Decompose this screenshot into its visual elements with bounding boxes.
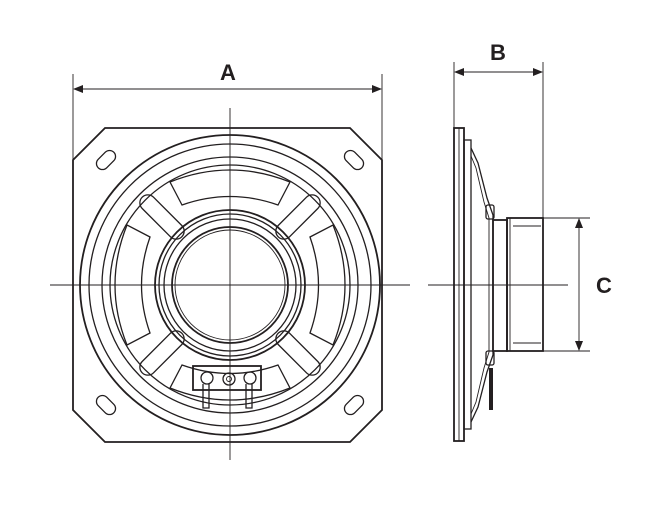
dimension-c: C (543, 217, 612, 352)
dimension-c-label: C (596, 273, 612, 298)
side-terminal-lead (489, 368, 493, 410)
terminal-block (192, 365, 262, 409)
frame-outline (72, 127, 383, 443)
dimension-b: B (453, 40, 544, 218)
front-view (50, 108, 410, 460)
dimension-a: A (72, 60, 383, 160)
mounting-slots (95, 149, 365, 416)
side-magnet-plate (492, 219, 508, 352)
side-magnet (506, 217, 544, 352)
dimension-a-label: A (220, 60, 236, 85)
side-view (428, 127, 568, 442)
dimension-b-label: B (490, 40, 506, 65)
